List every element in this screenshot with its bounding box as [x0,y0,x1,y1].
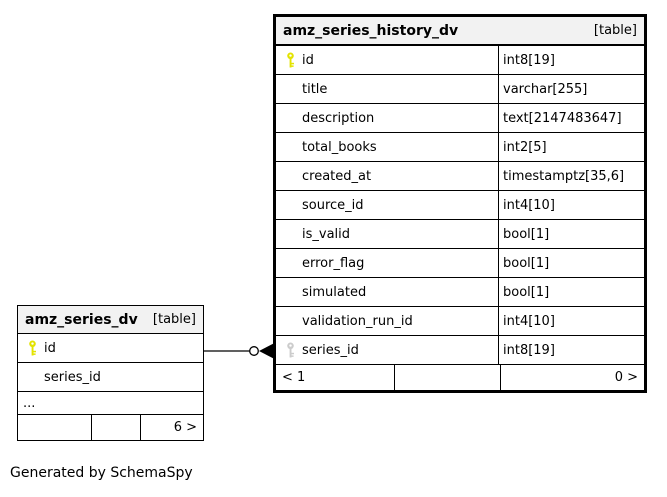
column-name: series_id [302,342,359,358]
column-name-cell: id [276,46,499,74]
column-type: timestamptz[35,6] [503,168,625,184]
column-row: error_flag bool[1] [276,248,644,277]
footer-middle-cell [395,365,501,390]
column-name-cell: error_flag [276,249,499,277]
column-row: simulated bool[1] [276,277,644,306]
column-name: total_books [302,139,377,155]
table-node-amz-series-dv[interactable]: amz_series_dv [table] id series_id ... 6… [17,305,204,441]
column-name-cell: description [276,104,499,132]
table-name: amz_series_history_dv [283,22,459,39]
column-row: id [18,334,203,362]
column-row: series_id [18,362,203,391]
column-type: int8[19] [503,52,555,68]
table-footer: 6 > [18,414,203,440]
footer-parents-cell [18,415,92,440]
table-type-badge: [table] [593,23,637,38]
column-name: is_valid [302,226,351,242]
table-header: amz_series_history_dv [table] [276,17,644,46]
foreign-key-icon [287,342,294,358]
footer-children-cell: 6 > [173,420,197,435]
column-name: error_flag [302,255,365,271]
column-name: id [302,52,314,68]
table-name: amz_series_dv [25,311,138,328]
column-name-cell: is_valid [276,220,499,248]
table-node-amz-series-history-dv[interactable]: amz_series_history_dv [table] id int8[19… [273,14,647,393]
footer-middle-cell [92,415,141,440]
column-name: id [44,340,56,356]
column-row: description text[2147483647] [276,103,644,132]
column-row: series_id int8[19] [276,335,644,364]
column-row: id int8[19] [276,46,644,74]
column-name-cell: title [276,75,499,103]
column-row: title varchar[255] [276,74,644,103]
table-footer: < 1 0 > [276,364,644,390]
column-type: text[2147483647] [503,110,622,126]
column-row: validation_run_id int4[10] [276,306,644,335]
column-name: validation_run_id [302,313,413,329]
column-name: title [302,81,328,97]
column-name-cell: simulated [276,278,499,306]
column-name: source_id [302,197,364,213]
footer-parents-cell: < 1 [276,365,395,390]
crow-foot-icon [259,343,274,359]
table-type-badge: [table] [152,312,196,327]
column-name-cell: series_id [276,336,499,364]
column-name-cell: id [18,334,203,362]
column-row: total_books int2[5] [276,132,644,161]
column-name: series_id [44,369,101,385]
column-name-cell: source_id [276,191,499,219]
zero-cardinality-dot-icon [249,346,259,356]
column-type: varchar[255] [503,81,588,97]
column-name-cell: series_id [18,363,203,391]
relationship-connector [204,338,274,364]
key-slot [284,342,297,358]
column-type: int4[10] [503,197,555,213]
column-row: created_at timestamptz[35,6] [276,161,644,190]
column-type: bool[1] [503,284,550,300]
generator-credit: Generated by SchemaSpy [10,465,193,481]
column-name: created_at [302,168,372,184]
column-name-cell: total_books [276,133,499,161]
column-name: description [302,110,375,126]
truncated-columns-row: ... [18,391,203,414]
column-type: int4[10] [503,313,555,329]
column-name-cell: created_at [276,162,499,190]
column-name: simulated [302,284,367,300]
column-row: source_id int4[10] [276,190,644,219]
key-slot [26,340,39,356]
column-row: is_valid bool[1] [276,219,644,248]
footer-children-cell: 0 > [614,370,638,385]
column-type: bool[1] [503,226,550,242]
column-name-cell: validation_run_id [276,307,499,335]
column-type: int8[19] [503,342,555,358]
table-header: amz_series_dv [table] [18,306,203,334]
column-type: int2[5] [503,139,547,155]
relationship-line [204,343,274,359]
column-type: bool[1] [503,255,550,271]
key-slot [284,52,297,68]
primary-key-icon [29,340,36,356]
primary-key-icon [287,52,294,68]
